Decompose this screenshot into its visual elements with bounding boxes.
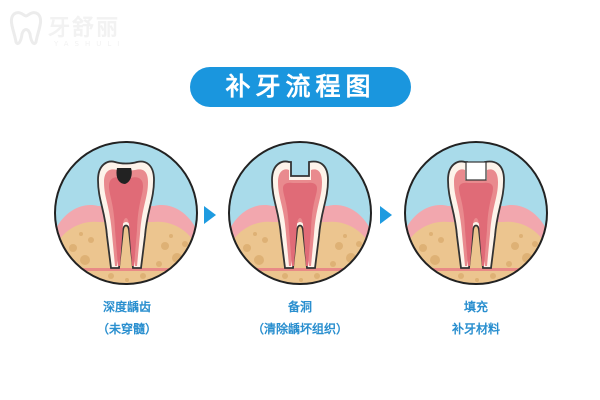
page-title: 补牙流程图 [190, 67, 411, 107]
prepared-cavity-tooth-icon [228, 141, 372, 285]
step-1-caption: 深度龋齿 （未穿髓） [47, 296, 207, 340]
arrow-right-icon [380, 206, 392, 224]
step-1-subtitle: （未穿髓） [96, 322, 157, 336]
decayed-tooth-icon [54, 141, 198, 285]
step-1-illustration [53, 140, 199, 290]
step-1-title: 深度龋齿 [102, 300, 151, 314]
arrow-right-icon [204, 206, 216, 224]
step-3-illustration [403, 140, 549, 290]
tooth-logo-icon [9, 11, 43, 46]
step-3-caption: 填充 补牙材料 [396, 296, 556, 340]
step-3-title: 填充 [463, 300, 488, 314]
step-2-title: 备洞 [287, 300, 312, 314]
step-3-subtitle: 补牙材料 [451, 322, 500, 336]
watermark-sub: YASHULI [54, 40, 126, 48]
step-2-illustration [227, 140, 373, 290]
step-2-subtitle: （清除龋坏组织） [251, 322, 348, 336]
filled-tooth-icon [404, 141, 548, 285]
watermark-logo: 牙舒丽 YASHULI [6, 8, 119, 52]
watermark-name: 牙舒丽 [48, 16, 121, 41]
step-2-caption: 备洞 （清除龋坏组织） [220, 296, 380, 340]
